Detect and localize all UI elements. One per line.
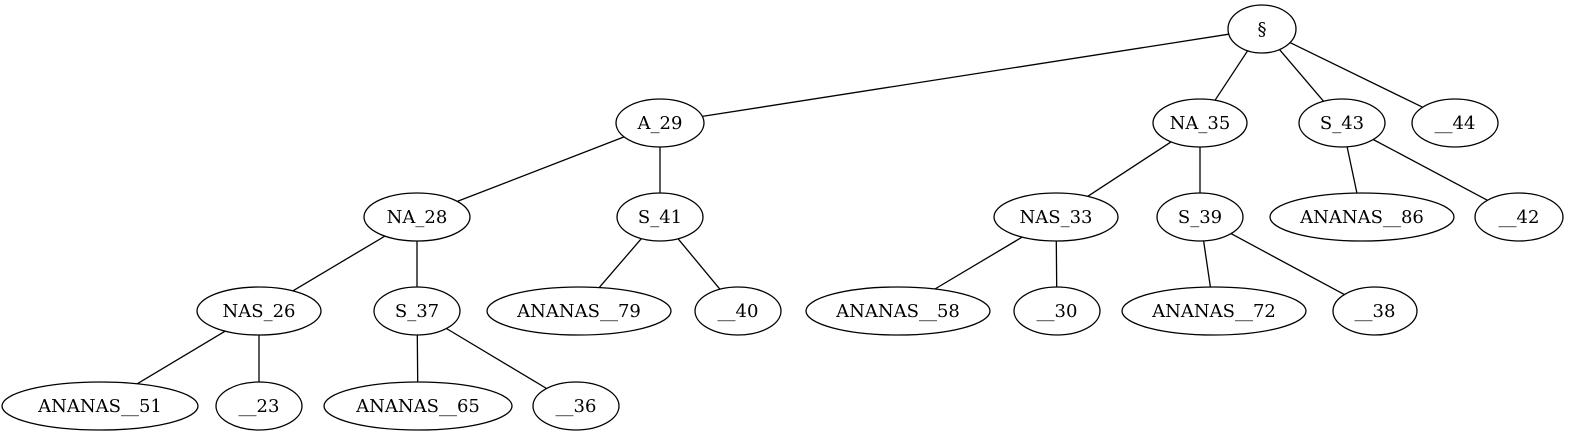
tree-node: __40 — [694, 286, 782, 336]
tree-node-label: __36 — [556, 396, 597, 417]
tree-edge — [1230, 233, 1345, 296]
tree-node-label: __40 — [718, 301, 759, 322]
tree-node: ANANAS__72 — [1121, 286, 1307, 336]
tree-node-ellipse — [215, 381, 303, 431]
tree-node-label: __44 — [1435, 113, 1476, 134]
tree-edge — [1289, 42, 1423, 108]
tree-node: ANANAS__58 — [805, 286, 991, 336]
tree-node-label: ANANAS__58 — [835, 301, 960, 322]
tree-node-label: NA_28 — [387, 207, 448, 228]
tree-node-label: NAS_33 — [1020, 207, 1093, 228]
tree-node-ellipse — [1013, 286, 1101, 336]
tree-node-ellipse — [1227, 4, 1297, 54]
tree-edge — [1279, 49, 1325, 102]
tree-node: S_37 — [373, 286, 461, 336]
tree-node: __38 — [1332, 286, 1418, 336]
tree-node: S_43 — [1298, 98, 1386, 148]
tree-node-ellipse — [1156, 192, 1244, 242]
tree-node: NA_35 — [1152, 98, 1248, 148]
tree-edge — [136, 330, 226, 385]
tree-node-label: ANANAS__65 — [355, 396, 480, 417]
tree-node-label: ANANAS__72 — [1151, 301, 1276, 322]
tree-node-label: § — [1258, 19, 1267, 40]
tree-node-label: __23 — [239, 396, 280, 417]
tree-edge — [457, 136, 625, 203]
tree-edge — [292, 235, 386, 292]
tree-edge — [446, 327, 547, 390]
tree-node-ellipse — [486, 286, 672, 336]
tree-node: S_41 — [616, 192, 704, 242]
tree-node-ellipse — [363, 192, 471, 242]
tree-node-label: ANANAS__79 — [516, 301, 641, 322]
tree-node: __30 — [1013, 286, 1101, 336]
tree-edge — [1214, 50, 1249, 101]
tree-node-ellipse — [1474, 192, 1564, 242]
tree-node: NA_28 — [363, 192, 471, 242]
tree-node-ellipse — [616, 192, 704, 242]
tree-node-label: ANANAS__86 — [1299, 207, 1424, 228]
tree-node-label: S_37 — [395, 301, 439, 322]
tree-edge — [934, 236, 1023, 290]
tree-edge — [1087, 141, 1172, 197]
tree-node-ellipse — [373, 286, 461, 336]
tree-node-ellipse — [1298, 98, 1386, 148]
tree-node: ANANAS__51 — [1, 381, 199, 431]
tree-node-ellipse — [1152, 98, 1248, 148]
tree-node: __36 — [532, 381, 620, 431]
tree-node-ellipse — [196, 286, 322, 336]
tree-node-ellipse — [993, 192, 1119, 242]
tree-node: __42 — [1474, 192, 1564, 242]
tree-node-label: __38 — [1355, 301, 1396, 322]
tree-edge — [1202, 240, 1212, 288]
tree-node-ellipse — [1269, 192, 1455, 242]
tree-node: ANANAS__86 — [1269, 192, 1455, 242]
tree-node-label: S_41 — [638, 207, 682, 228]
tree-node-ellipse — [532, 381, 620, 431]
tree-node: ANANAS__79 — [486, 286, 672, 336]
tree-node: § — [1227, 4, 1297, 54]
tree-node: A_29 — [615, 98, 705, 148]
tree-node-ellipse — [805, 286, 991, 336]
tree-node-ellipse — [1, 381, 199, 431]
tree-node-ellipse — [694, 286, 782, 336]
tree-node-label: NAS_26 — [223, 301, 296, 322]
tree-node-ellipse — [615, 98, 705, 148]
tree-node-ellipse — [1411, 98, 1499, 148]
tree-node-ellipse — [323, 381, 513, 431]
tree-edge — [598, 238, 642, 289]
tree-node-label: ANANAS__51 — [37, 396, 162, 417]
tree-node-label: S_39 — [1178, 207, 1222, 228]
tree-edge — [1346, 146, 1358, 194]
tree-edges — [136, 33, 1488, 390]
tree-node-ellipse — [1332, 286, 1418, 336]
tree-node-ellipse — [1121, 286, 1307, 336]
tree-node: S_39 — [1156, 192, 1244, 242]
tree-node-label: S_43 — [1320, 113, 1364, 134]
tree-node: __23 — [215, 381, 303, 431]
tree-node-label: NA_35 — [1170, 113, 1231, 134]
tree-node: ANANAS__65 — [323, 381, 513, 431]
tree-edge — [1372, 138, 1488, 201]
tree-node-label: A_29 — [637, 113, 683, 134]
tree-node: NAS_33 — [993, 192, 1119, 242]
tree-edge — [702, 33, 1229, 118]
tree-edge — [677, 238, 721, 290]
tree-node-label: __42 — [1499, 207, 1540, 228]
tree-node-label: __30 — [1037, 301, 1078, 322]
tree-node: NAS_26 — [196, 286, 322, 336]
tree-node: __44 — [1411, 98, 1499, 148]
